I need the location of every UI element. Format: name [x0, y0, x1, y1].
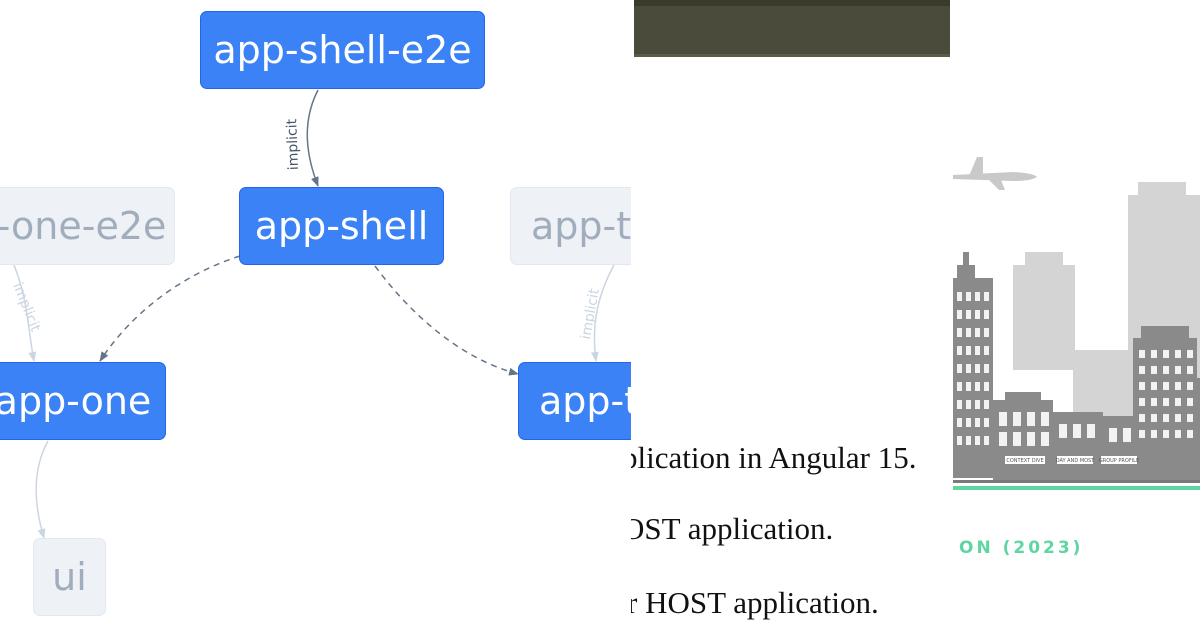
airplane-icon — [953, 157, 1037, 190]
accent-line — [953, 486, 1200, 490]
edge-one-e2e-to-one — [13, 264, 37, 362]
edge-label-implicit: implicit — [9, 281, 43, 335]
article-header-image — [634, 0, 950, 57]
article-line-1: plication in Angular 15. — [631, 440, 917, 475]
ground-line — [953, 480, 1200, 483]
edge-label-implicit: implicit — [578, 287, 603, 341]
node-app-shell-e2e[interactable]: app-shell-e2e — [200, 11, 485, 89]
graph-edges: implicit implicit implicit — [9, 89, 615, 539]
edge-shell-e2e-to-shell — [306, 89, 319, 187]
node-app-one-e2e[interactable]: -one-e2e — [0, 187, 175, 265]
node-ui[interactable]: ui — [33, 538, 106, 616]
article-line-2: OST application. — [631, 511, 834, 546]
edge-two-e2e-to-two — [590, 264, 615, 362]
illustration-caption: ON (2023) — [959, 538, 1084, 558]
edge-shell-to-one — [99, 255, 241, 362]
article-line-3: r HOST application. — [631, 585, 879, 620]
edge-shell-to-two — [374, 265, 519, 376]
store-sign-2: DAY AND MOST — [1056, 458, 1095, 464]
right-tower — [1133, 326, 1200, 480]
edge-label-implicit: implicit — [284, 118, 302, 170]
article-panel: plication in Angular 15. OST application… — [631, 0, 953, 630]
node-app-shell[interactable]: app-shell — [239, 187, 444, 265]
store-sign-3: GROUP PROFILE — [1099, 458, 1139, 464]
node-app-two[interactable]: app-t — [518, 362, 631, 440]
project-graph-panel: implicit implicit implicit app-shell-e2e… — [0, 11, 631, 616]
skyline-illustration-panel: CONTEXT DIVE DAY AND MOST GROUP PROFILE … — [953, 0, 1200, 630]
edge-one-to-ui — [35, 440, 49, 539]
node-app-two-e2e[interactable]: app-t — [510, 187, 631, 265]
skyline-illustration: CONTEXT DIVE DAY AND MOST GROUP PROFILE — [953, 157, 1200, 490]
store-sign-1: CONTEXT DIVE — [1006, 458, 1043, 464]
node-app-one[interactable]: app-one — [0, 362, 166, 440]
